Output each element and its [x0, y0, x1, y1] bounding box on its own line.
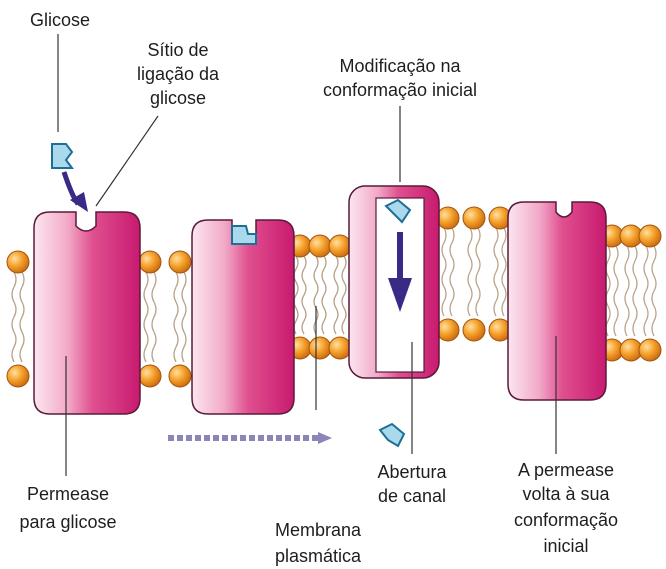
lipid-tail [342, 256, 346, 334]
lipid-tail [494, 228, 498, 316]
permease-protein-2 [192, 220, 294, 414]
label-permease: Permease para glicose [19, 484, 116, 532]
svg-text:glicose: glicose [150, 88, 206, 108]
permease-protein-1 [34, 212, 140, 414]
label-returns-to-initial: A permease volta à sua conformação inici… [514, 460, 618, 556]
svg-text:conformação: conformação [514, 510, 618, 530]
svg-text:para glicose: para glicose [19, 512, 116, 532]
svg-text:Abertura: Abertura [377, 462, 447, 482]
permease-protein-4 [508, 202, 606, 400]
lipid-tail [625, 246, 629, 336]
label-channel-opening: Abertura de canal [377, 462, 447, 506]
lipid-head [7, 365, 29, 387]
svg-text:Modificação na: Modificação na [339, 56, 461, 76]
lipid-head [169, 251, 191, 273]
lipid-tail [152, 272, 156, 362]
svg-text:Permease: Permease [27, 484, 109, 504]
lipid-tail [502, 228, 506, 316]
lipid-head [437, 207, 459, 229]
svg-text:conformação inicial: conformação inicial [323, 80, 477, 100]
svg-text:ligação da: ligação da [137, 64, 220, 84]
lipid-tail [442, 228, 446, 316]
lipid-head [139, 251, 161, 273]
lipid-tail [12, 272, 16, 362]
svg-text:de canal: de canal [378, 486, 446, 506]
glucose-molecule-bound [232, 226, 256, 244]
svg-text:inicial: inicial [543, 536, 588, 556]
lipid-tail [182, 272, 186, 362]
label-conformation-change: Modificação na conformação inicial [323, 56, 477, 100]
lipid-head [329, 337, 351, 359]
lipid-tail [652, 246, 656, 336]
label-binding-site: Sítio de ligação da glicose [137, 40, 220, 108]
lipid-tail [468, 228, 472, 316]
lipid-tail [450, 228, 454, 316]
label-plasma-membrane: Membrana plasmática [275, 520, 362, 566]
lipid-tail [334, 256, 338, 334]
lipid-head [463, 319, 485, 341]
process-direction-arrow [168, 432, 332, 444]
lipid-head [169, 365, 191, 387]
svg-text:volta à sua: volta à sua [522, 484, 610, 504]
lipid-head [329, 235, 351, 257]
svg-text:plasmática: plasmática [275, 546, 362, 566]
lipid-tail [20, 272, 24, 362]
lipid-tail [322, 256, 326, 334]
lipid-tail [174, 272, 178, 362]
glucose-molecule-released [380, 424, 404, 446]
svg-text:Sítio de: Sítio de [147, 40, 208, 60]
lipid-head [639, 339, 661, 361]
lipid-head [437, 319, 459, 341]
glucose-molecule-outside [52, 144, 72, 168]
lipid-head [7, 251, 29, 273]
lipid-tail [144, 272, 148, 362]
lipid-tail [633, 246, 637, 336]
svg-text:A permease: A permease [518, 460, 614, 480]
lipid-head [309, 235, 331, 257]
lipid-tail [614, 246, 618, 336]
label-glucose: Glicose [30, 10, 90, 30]
lipid-head [463, 207, 485, 229]
lipid-tail [476, 228, 480, 316]
lipid-tail [302, 256, 306, 334]
lipid-head [309, 337, 331, 359]
svg-text:Membrana: Membrana [275, 520, 362, 540]
lipid-head [639, 225, 661, 247]
lipid-head [139, 365, 161, 387]
lipid-tail [644, 246, 648, 336]
